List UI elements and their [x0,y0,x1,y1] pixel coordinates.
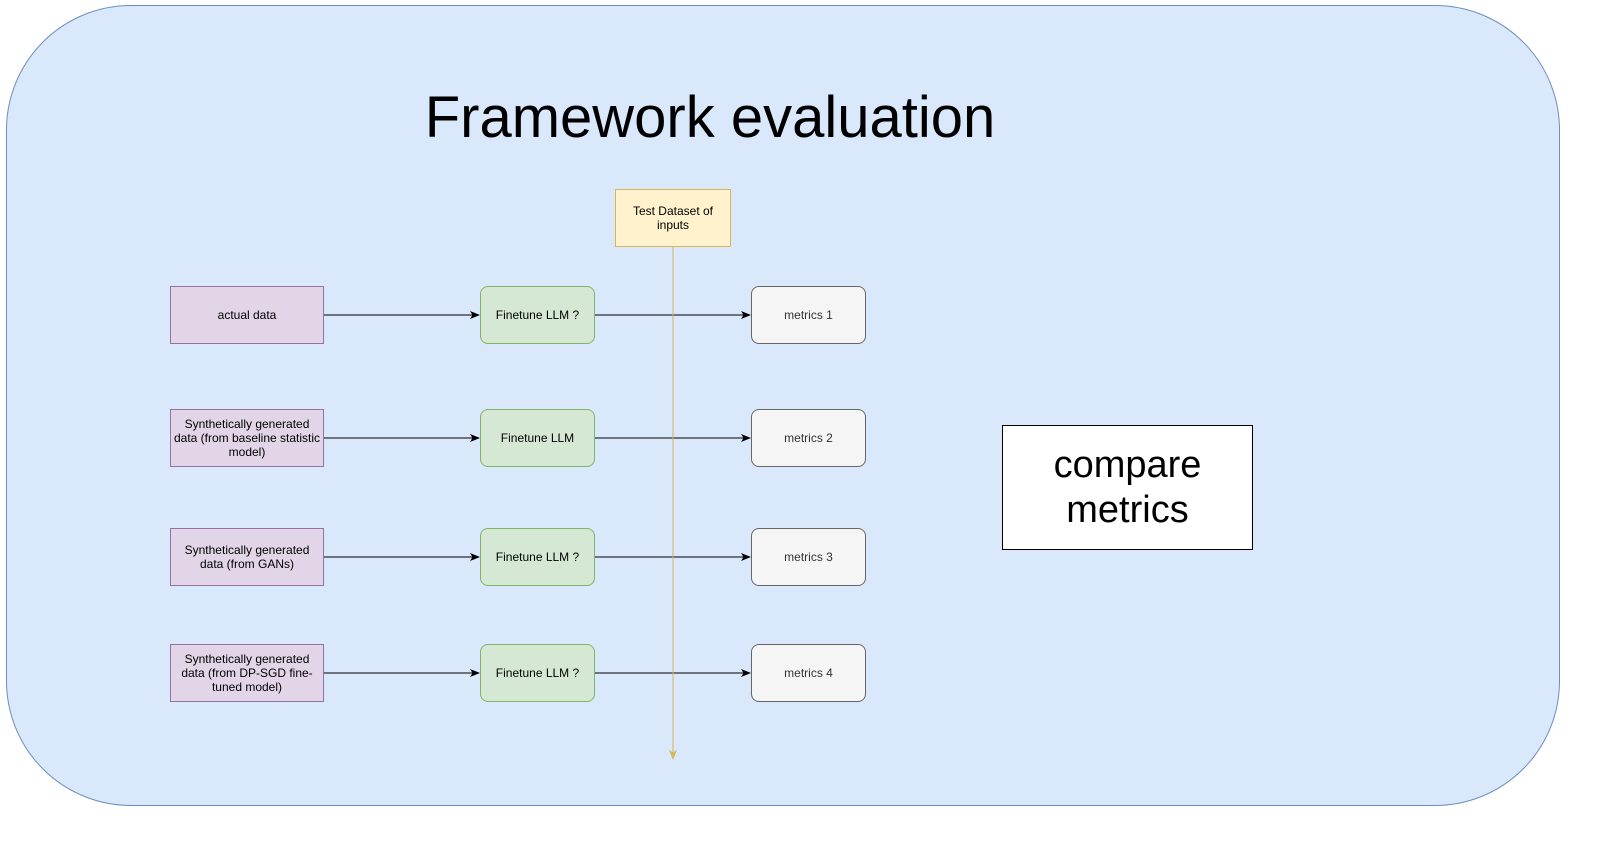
llm-label: Finetune LLM [500,431,575,445]
llm-node-2: Finetune LLM [480,409,595,467]
source-label: actual data [217,308,277,322]
llm-node-1: Finetune LLM ? [480,286,595,344]
source-node-baseline: Synthetically generated data (from basel… [170,409,324,467]
llm-label: Finetune LLM ? [495,308,580,322]
llm-node-4: Finetune LLM ? [480,644,595,702]
metrics-node-1: metrics 1 [751,286,866,344]
source-node-gans: Synthetically generated data (from GANs) [170,528,324,586]
llm-label: Finetune LLM ? [495,550,580,564]
diagram-title: Framework evaluation [424,85,996,150]
test-dataset-label: Test Dataset of inputs [632,204,714,232]
source-label: Synthetically generated data (from DP-SG… [181,652,313,694]
metrics-node-4: metrics 4 [751,644,866,702]
metrics-label: metrics 1 [784,308,833,322]
source-node-dp-sgd: Synthetically generated data (from DP-SG… [170,644,324,702]
source-label: Synthetically generated data (from GANs) [184,543,310,571]
compare-metrics-box: compare metrics [1002,425,1253,550]
source-label: Synthetically generated data (from basel… [173,417,321,459]
llm-label: Finetune LLM ? [495,666,580,680]
metrics-label: metrics 3 [784,550,833,564]
llm-node-3: Finetune LLM ? [480,528,595,586]
metrics-label: metrics 4 [784,666,833,680]
metrics-label: metrics 2 [784,431,833,445]
source-node-actual-data: actual data [170,286,324,344]
metrics-node-3: metrics 3 [751,528,866,586]
compare-metrics-label: compare metrics [1053,443,1202,531]
test-dataset-node: Test Dataset of inputs [615,189,731,247]
metrics-node-2: metrics 2 [751,409,866,467]
